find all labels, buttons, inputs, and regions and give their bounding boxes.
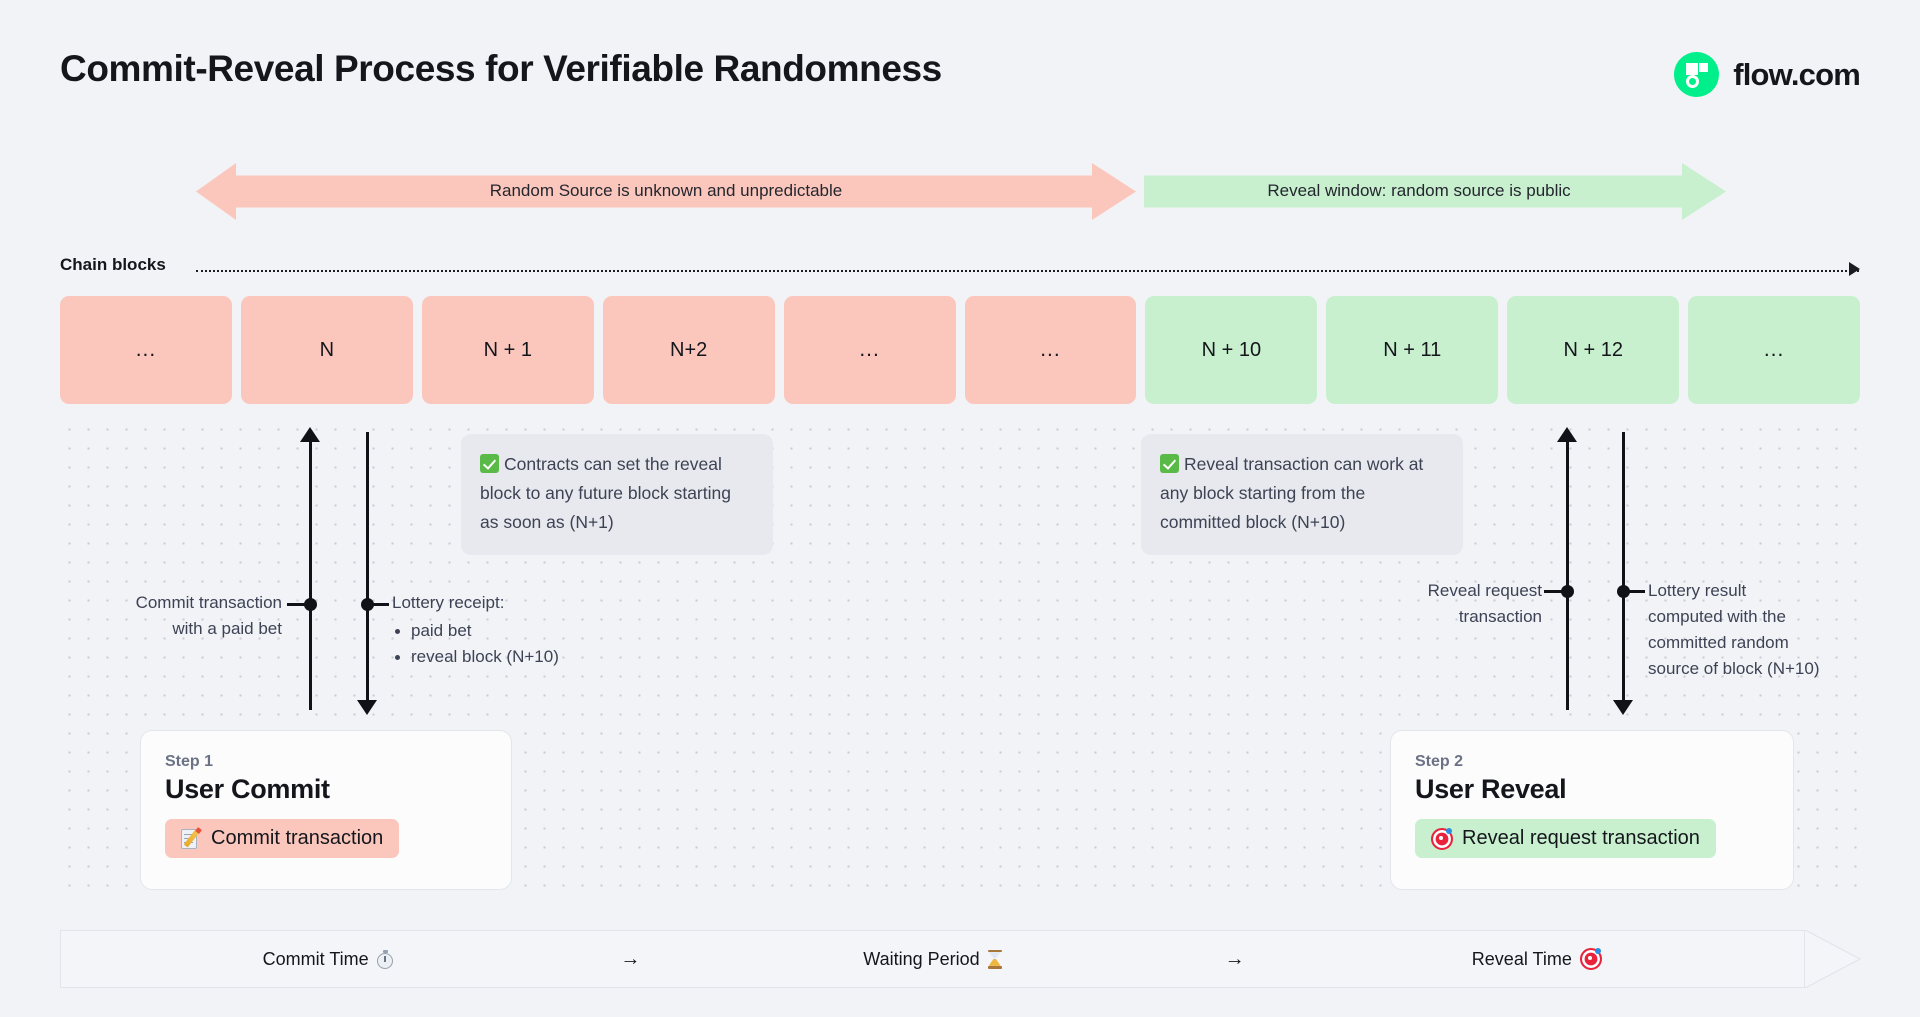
reveal-request-pill[interactable]: Reveal request transaction [1415,819,1716,858]
check-icon [480,454,499,473]
annotation-reveal-request: Reveal request transaction [1330,578,1542,630]
timeline-segment-commit: Commit Time [61,949,595,970]
result-arrow-line [1622,432,1625,710]
annotation-commit-transaction: Commit transaction with a paid bet [60,590,282,642]
step-card-2[interactable]: Step 2 User Reveal Reveal request transa… [1390,730,1794,890]
commit-arrow-line [309,440,312,710]
page-title: Commit-Reveal Process for Verifiable Ran… [60,48,942,89]
chain-axis-arrow-icon [1849,262,1860,276]
banner-unknown-window: Random Source is unknown and unpredictab… [196,163,1136,220]
block-7[interactable]: N + 11 [1326,296,1499,404]
callout-contracts-text: Contracts can set the reveal block to an… [480,454,731,532]
timeline-segment-reveal: Reveal Time [1270,948,1804,970]
reveal-request-line-1: Reveal request [1427,581,1542,600]
lottery-result-line-2: computed with the [1648,607,1786,626]
timeline-arrow-head-icon [1805,930,1861,988]
commit-tx-line-2: with a paid bet [172,619,282,638]
block-4[interactable]: ... [783,296,956,404]
timeline-separator-2: → [1224,947,1245,970]
timeline-separator-1: → [620,947,641,970]
annotation-lottery-result: Lottery result computed with the committ… [1648,578,1888,682]
lottery-result-line-1: Lottery result [1648,581,1747,600]
hourglass-icon [987,949,1002,969]
reveal-request-pill-label: Reveal request transaction [1462,827,1700,849]
step-card-1[interactable]: Step 1 User Commit Commit transaction [140,730,512,890]
step-1-title: User Commit [165,774,330,804]
block-1[interactable]: N [240,296,413,404]
receipt-arrow-line [366,432,369,710]
reveal-arrow-line [1566,440,1569,710]
chain-axis-line [196,270,1859,272]
block-3[interactable]: N+2 [602,296,775,404]
chain-blocks-label: Chain blocks [60,255,166,274]
block-8[interactable]: N + 12 [1507,296,1680,404]
banner-unknown-label: Random Source is unknown and unpredictab… [489,180,843,200]
commit-transaction-pill[interactable]: Commit transaction [165,819,400,858]
result-arrow-head-icon [1613,700,1633,715]
reveal-arrow-stub [1544,590,1566,593]
block-5[interactable]: ... [964,296,1137,404]
timeline-waiting-label: Waiting Period [863,948,980,969]
step-2-title: User Reveal [1415,774,1567,804]
timeline-segment-waiting: Waiting Period [665,949,1199,970]
reveal-request-line-2: transaction [1458,607,1542,626]
block-9[interactable]: ... [1688,296,1861,404]
annotation-lottery-receipt: Lottery receipt: paid bet reveal block (… [392,590,692,670]
step-2-kicker: Step 2 [1415,753,1464,770]
commit-tx-line-1: Commit transaction [135,593,282,612]
lottery-result-line-3: committed random [1648,633,1789,652]
commit-transaction-pill-label: Commit transaction [211,827,384,849]
flow-logo-icon [1674,52,1720,97]
commit-arrow-head-icon [300,427,320,442]
stopwatch-icon [376,949,394,969]
callout-reveal-text: Reveal transaction can work at any block… [1160,454,1424,532]
callout-reveal: Reveal transaction can work at any block… [1141,434,1463,555]
lottery-receipt-list: paid bet reveal block (N+10) [392,618,692,670]
dart-icon [1579,948,1602,970]
result-arrow-stub [1623,590,1645,593]
lottery-receipt-heading: Lottery receipt: [392,593,505,612]
block-2[interactable]: N + 1 [421,296,594,404]
brand-logo: flow.com [1674,52,1861,97]
banner-reveal-label: Reveal window: random source is public [1267,180,1571,200]
lottery-result-line-4: source of block (N+10) [1648,659,1820,678]
list-item: reveal block (N+10) [392,644,692,670]
reveal-arrow-head-icon [1557,427,1577,442]
receipt-arrow-head-icon [357,700,377,715]
banner-reveal-window: Reveal window: random source is public [1144,163,1726,220]
timeline-commit-label: Commit Time [262,948,369,969]
dart-icon [1431,827,1453,850]
chain-blocks-row: ... N N + 1 N+2 ... ... N + 10 N + 11 N … [60,296,1861,404]
list-item: paid bet [392,618,692,644]
memo-icon [181,826,202,850]
brand-name: flow.com [1733,56,1861,92]
block-6[interactable]: N + 10 [1145,296,1318,404]
commit-arrow-stub [287,603,309,606]
timeline-reveal-label: Reveal Time [1471,948,1572,969]
step-1-kicker: Step 1 [165,753,214,770]
check-icon [1160,454,1179,473]
reveal-arrow-dot-icon [1561,585,1574,598]
bottom-timeline: Commit Time → Waiting Period → Reveal Ti… [60,930,1805,988]
receipt-arrow-stub [367,603,389,606]
commit-arrow-dot-icon [304,598,317,611]
callout-contracts: Contracts can set the reveal block to an… [461,434,773,555]
block-0[interactable]: ... [60,296,232,404]
